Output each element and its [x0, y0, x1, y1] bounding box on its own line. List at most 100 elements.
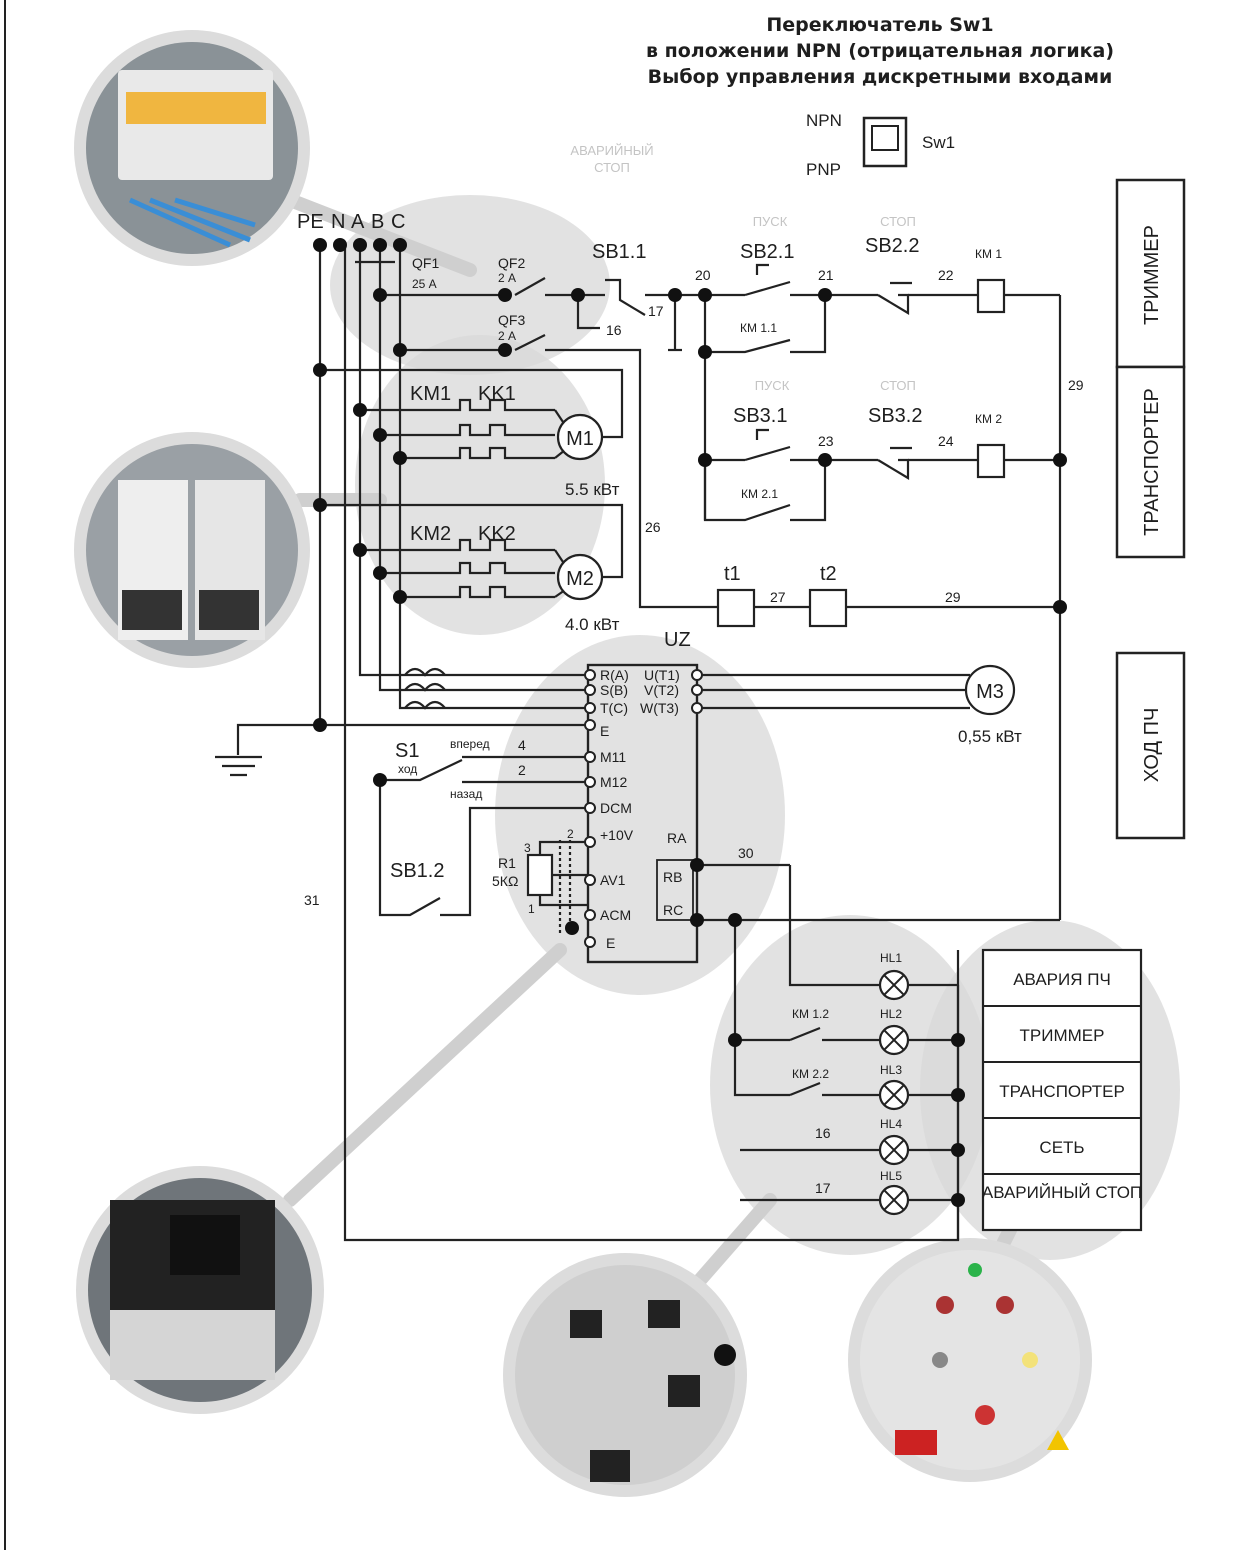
vfd-term-m12: M12: [600, 774, 627, 790]
vfd-relay-rc: RC: [663, 902, 683, 918]
qf1-label: QF1: [412, 255, 439, 271]
legend-vfd-fault: АВАРИЯ ПЧ: [1013, 970, 1111, 989]
motor-m3-label: M3: [976, 681, 1004, 703]
km2-coil-label: КМ 2: [975, 412, 1002, 426]
wire-27: 27: [770, 589, 786, 605]
header-line-2: в положении NPN (отрицательная логика): [646, 40, 1114, 62]
timer-t2-label: t2: [820, 563, 837, 585]
breakers: QF1 25 А QF2 2 А QF3 2 А: [412, 255, 525, 343]
kk1-label: KK1: [478, 383, 516, 405]
km1-2-label: КМ 1.2: [792, 1007, 829, 1021]
qf2-rating: 2 А: [498, 271, 516, 285]
legend-emergency-stop: АВАРИЙНЫЙ СТОП: [982, 1183, 1142, 1202]
input-chokes: [404, 667, 446, 710]
legend-trimmer: ТРИММЕР: [1020, 1026, 1105, 1045]
legend-table: АВАРИЯ ПЧ ТРИММЕР ТРАНСПОРТЕР СЕТЬ АВАРИ…: [982, 948, 1142, 1232]
sw1-pnp-label: PNP: [806, 160, 841, 179]
lamp-hl5-label: HL5: [880, 1169, 902, 1183]
qf2-label: QF2: [498, 255, 525, 271]
legend-mains: СЕТЬ: [1039, 1138, 1084, 1157]
wire-2: 2: [518, 762, 526, 778]
vfd-term-e2: E: [606, 935, 615, 951]
kk2-label: KK2: [478, 523, 516, 545]
start-caption-2: ПУСК: [755, 378, 790, 393]
motor-m3-symbol: [964, 664, 1016, 716]
forward-label: вперед: [450, 737, 490, 751]
wire-16-lamp: 16: [815, 1125, 831, 1141]
vfd-term-av1: AV1: [600, 872, 626, 888]
vfd-term-r: R(A): [600, 667, 629, 683]
vfd-term-e: E: [600, 723, 609, 739]
sb2-2-label: SB2.2: [865, 235, 919, 257]
vfd-term-u: U(T1): [644, 667, 680, 683]
sb1-2-label: SB1.2: [390, 860, 444, 882]
vfd-relay-rb: RB: [663, 869, 682, 885]
wire-31: 31: [304, 892, 320, 908]
pot-pin-3: 3: [524, 841, 531, 855]
qf3-label: QF3: [498, 312, 525, 328]
vfd-term-dcm: DCM: [600, 800, 632, 816]
vfd-term-acm: ACM: [600, 907, 631, 923]
bus-labels: PE N A B C: [297, 211, 405, 233]
lamp-hl3-label: HL3: [880, 1063, 902, 1077]
motor-m1-power: 5.5 кВт: [565, 480, 620, 499]
contactor-km1-kk1: M1 KM1 KK1 5.5 кВт: [410, 383, 620, 499]
lamps: HL1 HL2 HL3 HL4 HL5 КМ 1.2 КМ 2.2: [792, 951, 910, 1216]
switch-sw1: NPN PNP Sw1: [806, 111, 955, 179]
wire-29-a: 29: [1068, 377, 1084, 393]
sw1-switch-lever: [871, 125, 899, 151]
km2-label: KM2: [410, 523, 451, 545]
stop-caption-1: СТОП: [880, 214, 916, 229]
junction-dots: [313, 238, 1067, 1207]
legend-conveyor: ТРАНСПОРТЕР: [999, 1082, 1125, 1101]
bus-label-n: N: [331, 211, 345, 233]
vfd-term-w: W(T3): [640, 700, 679, 716]
vfd-term-v: V(T2): [644, 682, 679, 698]
sb1-1-label: SB1.1: [592, 241, 646, 263]
motor-m2-power: 4.0 кВт: [565, 615, 620, 634]
sw1-npn-label: NPN: [806, 111, 842, 130]
photo-breakers: [74, 30, 310, 266]
side-box-trimmer: ТРИММЕР: [1141, 225, 1163, 325]
vfd-terminals: R(A) S(B) T(C) E M11 M12 DCM +10V AV1 AC…: [584, 667, 703, 951]
lamp-hl2-label: HL2: [880, 1007, 902, 1021]
power-wiring: [215, 245, 970, 1242]
wire-17-lamp: 17: [815, 1180, 831, 1196]
emergency-caption-2: СТОП: [594, 160, 630, 175]
bus-label-b: B: [371, 211, 384, 233]
bus-label-a: A: [351, 211, 365, 233]
vfd-term-t: T(C): [600, 700, 628, 716]
photo-lamp-wiring: [503, 1253, 747, 1497]
motor-m3-power: 0,55 кВт: [958, 727, 1022, 746]
switch-s1-label: S1: [395, 740, 419, 762]
r1-value: 5КΩ: [492, 873, 518, 889]
km1-coil-label: КМ 1: [975, 247, 1002, 261]
sb2-1-label: SB2.1: [740, 241, 794, 263]
contactor-km2-kk2: M2 KM2 KK2 4.0 кВт: [410, 523, 620, 634]
wire-21: 21: [818, 267, 834, 283]
wire-22: 22: [938, 267, 954, 283]
km2-2-label: КМ 2.2: [792, 1067, 829, 1081]
vfd-term-10v: +10V: [600, 827, 634, 843]
sw1-name-label: Sw1: [922, 133, 955, 152]
halo-lamps: [710, 915, 990, 1255]
vfd-uz-label: UZ: [664, 629, 691, 651]
header-line-1: Переключатель Sw1: [766, 14, 993, 36]
inputs: S1 ход вперед назад SB1.2 R1 5КΩ 3 2 1: [390, 737, 574, 916]
control-labels: АВАРИЙНЫЙ СТОП SB1.1 ПУСК SB2.1 СТОП SB2…: [570, 143, 1002, 585]
header-line-3: Выбор управления дискретными входами: [648, 66, 1113, 88]
motor-m2-symbol: [556, 553, 604, 601]
motor-m1-label: M1: [566, 428, 594, 450]
wire-29-b: 29: [945, 589, 961, 605]
wire-numbers: 16 17 20 21 22 23 24 26 27 29 29 30 31 4…: [304, 267, 1084, 1196]
wire-26: 26: [645, 519, 661, 535]
sb3-2-label: SB3.2: [868, 405, 922, 427]
vfd-term-s: S(B): [600, 682, 628, 698]
side-box-vfd-run: ХОД ПЧ: [1141, 708, 1163, 783]
pot-pin-1: 1: [528, 902, 535, 916]
motor-m2-label: M2: [566, 568, 594, 590]
photo-vfd: [76, 1166, 324, 1414]
page-edge-line: [4, 0, 6, 1550]
wire-30: 30: [738, 845, 754, 861]
wire-17: 17: [648, 303, 664, 319]
